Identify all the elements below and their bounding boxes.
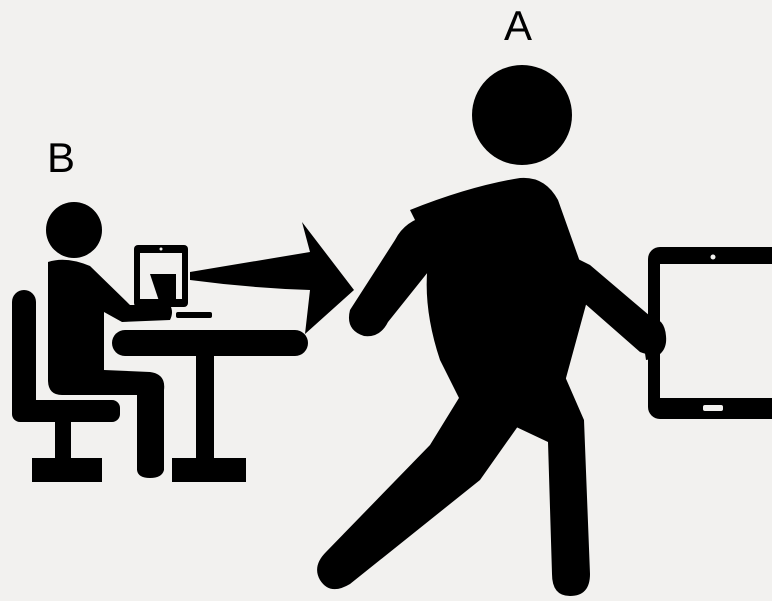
label-b: B	[47, 134, 75, 181]
walking-person-icon	[317, 65, 664, 596]
label-a: A	[504, 2, 532, 49]
tablet-icon	[640, 247, 772, 419]
arrow-icon	[190, 222, 354, 334]
